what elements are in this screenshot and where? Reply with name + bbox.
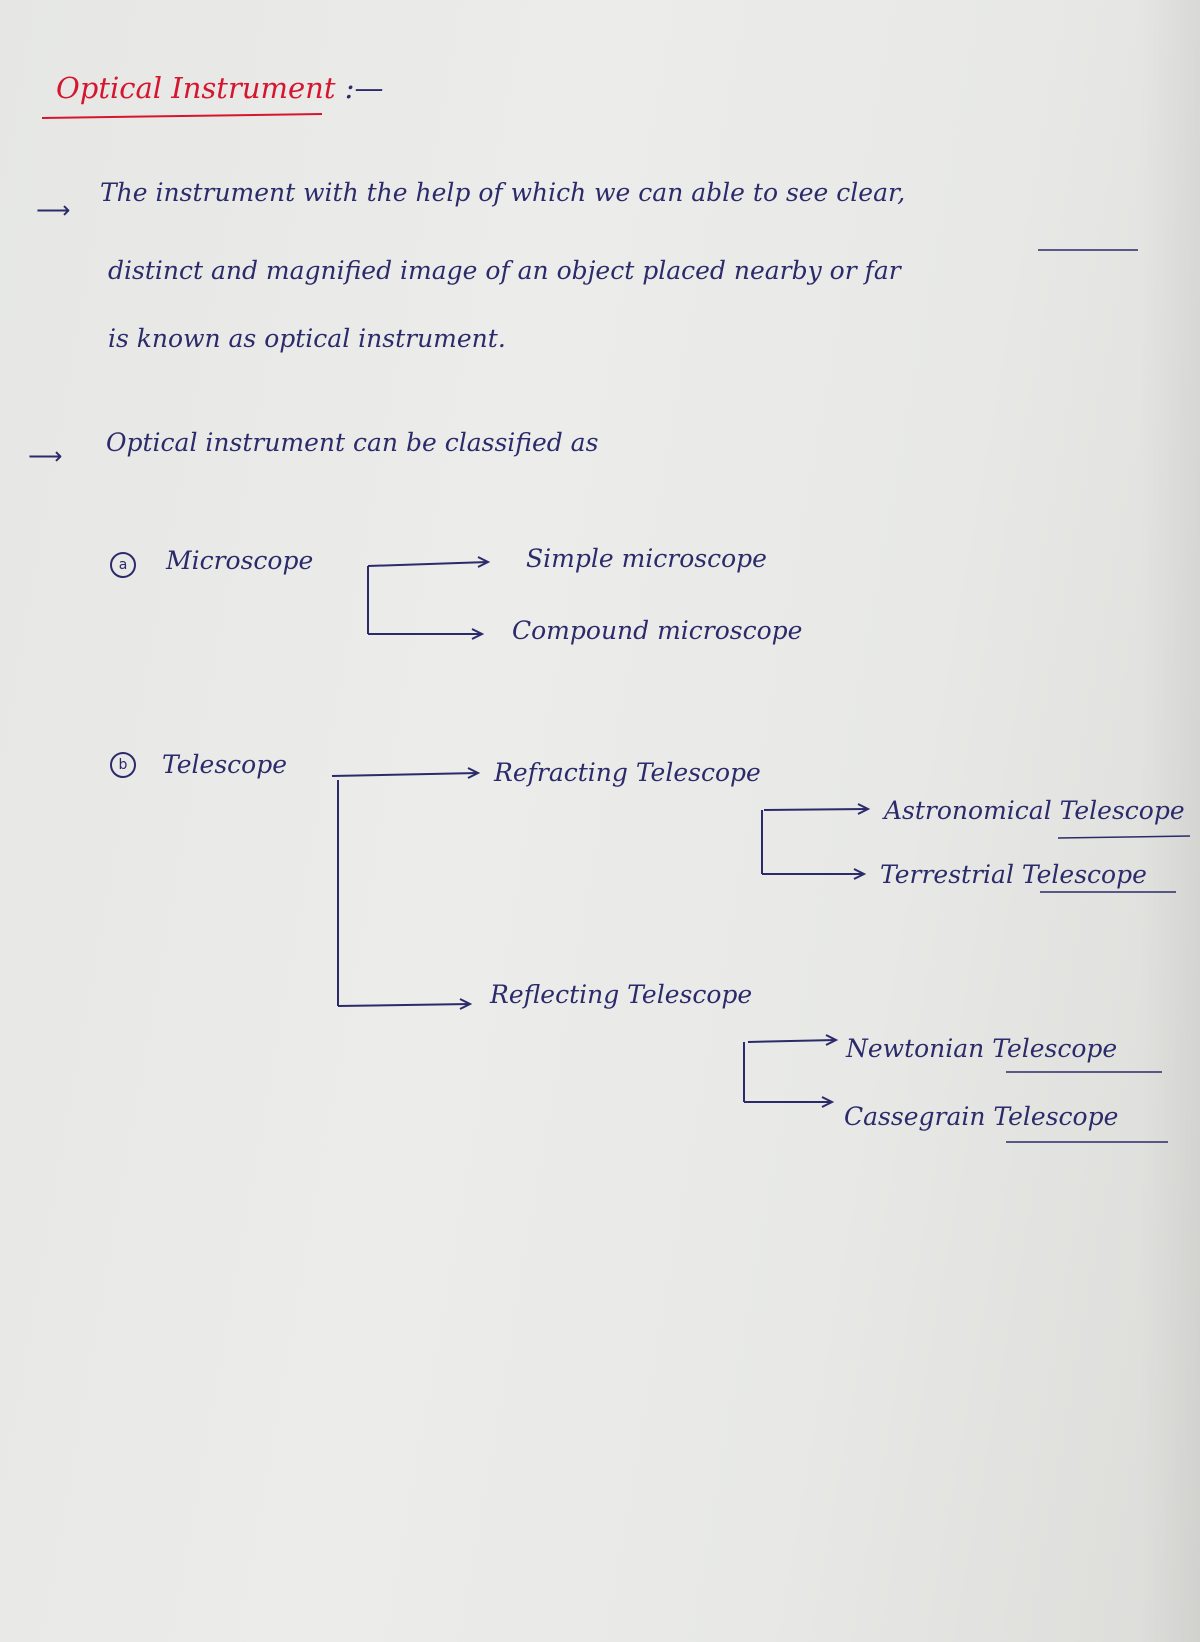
cassegrain-telescope-label: Cassegrain Telescope [844, 1102, 1119, 1131]
simple-microscope-label: Simple microscope [526, 544, 767, 573]
marker-a: a [110, 552, 136, 578]
title-colon: :— [344, 71, 384, 105]
title-text: Optical Instrument [56, 71, 336, 105]
bullet-arrow-icon: ⟶ [36, 196, 71, 224]
title-underline [41, 113, 323, 119]
bullet-arrow-icon: ⟶ [28, 442, 63, 470]
page-shadow [1140, 0, 1200, 1642]
page-title: Optical Instrument :— [56, 74, 384, 103]
marker-b: b [110, 752, 136, 778]
microscope-bracket [367, 556, 491, 640]
refracting-telescope-label: Refracting Telescope [494, 758, 761, 787]
definition-line-2: distinct and magnified image of an objec… [108, 256, 901, 285]
terrestrial-telescope-label: Terrestrial Telescope [880, 860, 1147, 889]
telescope-bracket [331, 767, 481, 1010]
telescope-label: Telescope [162, 750, 287, 779]
newtonian-telescope-label: Newtonian Telescope [846, 1034, 1118, 1063]
reflecting-bracket [743, 1034, 839, 1108]
refracting-bracket [761, 803, 871, 880]
compound-microscope-label: Compound microscope [512, 616, 803, 645]
underline-astronomical [1057, 835, 1191, 839]
classification-intro: Optical instrument can be classified as [106, 428, 599, 457]
definition-line-1: The instrument with the help of which we… [100, 178, 906, 207]
reflecting-telescope-label: Reflecting Telescope [490, 980, 753, 1009]
definition-line-3: is known as optical instrument. [108, 324, 506, 353]
astronomical-telescope-label: Astronomical Telescope [884, 796, 1185, 825]
microscope-label: Microscope [166, 546, 314, 575]
